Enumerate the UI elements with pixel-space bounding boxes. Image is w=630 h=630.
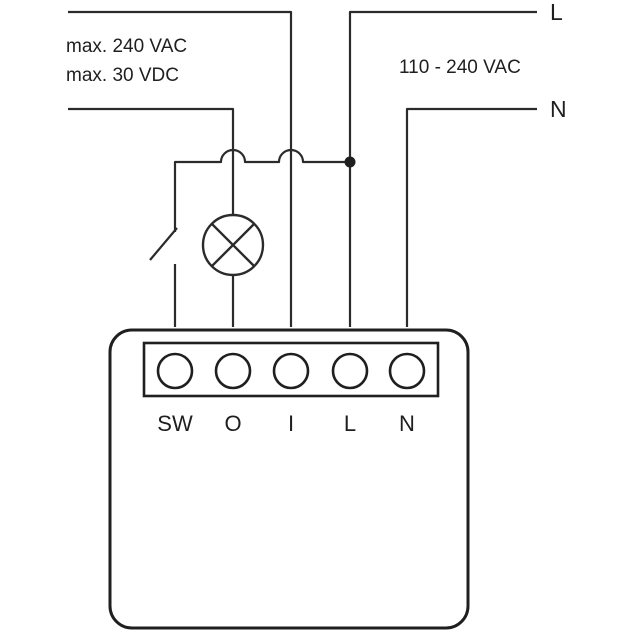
spec-load-ac: max. 240 VAC bbox=[66, 36, 187, 57]
lamp-icon bbox=[201, 213, 265, 277]
terminal-i-screw bbox=[272, 352, 310, 390]
terminal-sw-screw bbox=[156, 352, 194, 390]
junction-dot bbox=[344, 156, 356, 168]
wire-switch-feed bbox=[149, 148, 350, 327]
device-housing bbox=[108, 328, 470, 630]
line-label-live: L bbox=[550, 0, 563, 25]
terminal-block bbox=[142, 341, 440, 398]
line-label-neutral: N bbox=[550, 96, 567, 122]
terminal-label-n: N bbox=[399, 411, 415, 436]
spec-supply: 110 - 240 VAC bbox=[399, 57, 521, 78]
terminal-label-l: L bbox=[344, 411, 356, 436]
terminal-o-screw bbox=[214, 352, 252, 390]
wire-load bbox=[68, 107, 235, 215]
terminal-label-o: O bbox=[224, 411, 241, 436]
terminal-label-sw: SW bbox=[157, 411, 193, 436]
terminal-label-i: I bbox=[288, 411, 294, 436]
wire-input bbox=[68, 10, 293, 327]
wire-live bbox=[348, 10, 537, 327]
spec-load-dc: max. 30 VDC bbox=[66, 65, 179, 86]
terminal-n-screw bbox=[388, 352, 426, 390]
wire-neutral bbox=[405, 107, 537, 327]
terminal-l-screw bbox=[331, 352, 369, 390]
